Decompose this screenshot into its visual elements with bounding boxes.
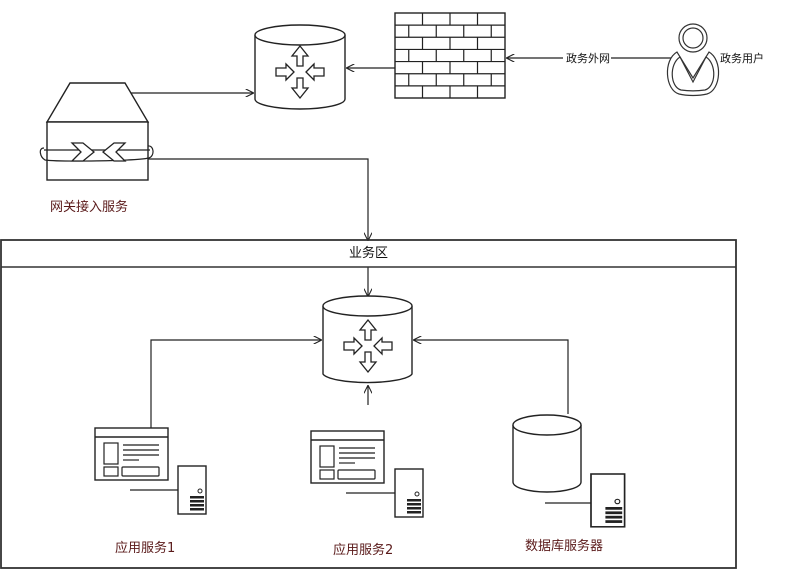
zone-router-icon bbox=[322, 295, 413, 384]
app-service-1-label: 应用服务1 bbox=[115, 541, 176, 556]
edge-gateway-zone bbox=[148, 158, 368, 240]
zone-title: 业务区 bbox=[348, 246, 388, 261]
database-server-icon bbox=[512, 414, 626, 528]
edge-label-gov-extranet: 政务外网 bbox=[565, 50, 611, 66]
edge-db-router bbox=[414, 340, 569, 414]
db-server-label: 数据库服务器 bbox=[525, 539, 604, 554]
business-zone bbox=[0, 239, 737, 569]
gateway-switch-icon bbox=[39, 82, 154, 181]
app-service-1-icon bbox=[94, 427, 207, 515]
app-service-2-label: 应用服务2 bbox=[333, 543, 394, 558]
top-router-icon bbox=[254, 24, 346, 110]
edge-app1-router bbox=[150, 340, 321, 428]
user-icon bbox=[666, 23, 720, 97]
app-service-2-icon bbox=[310, 430, 424, 518]
gov-user-label: 政务用户 bbox=[720, 52, 764, 65]
firewall-icon bbox=[394, 12, 506, 99]
gateway-label: 网关接入服务 bbox=[50, 200, 129, 215]
